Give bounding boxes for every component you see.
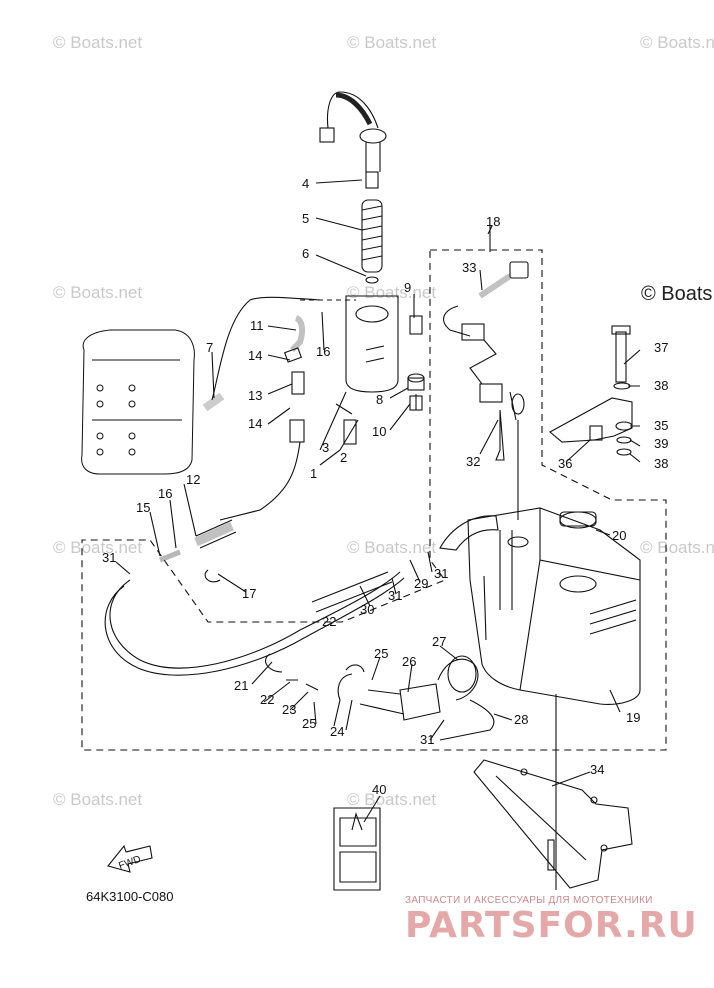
callout-11: 11 [250, 318, 264, 333]
group-18-boundary [81, 249, 667, 751]
callout-36: 36 [558, 456, 572, 471]
shop-caption: ЗАПЧАСТИ И АКСЕССУАРЫ ДЛЯ МОТОТЕХНИКИ [405, 895, 653, 906]
callout-14: 14 [248, 348, 262, 363]
callout-18: 18 [486, 214, 500, 229]
engine-outline [81, 329, 195, 475]
fuel-pump [265, 653, 495, 741]
callout-25: 25 [374, 646, 388, 661]
callout-28: 28 [514, 712, 528, 727]
callout-10: 10 [372, 424, 386, 439]
callout-30: 30 [360, 602, 374, 617]
watermark: © Boats.net [347, 33, 437, 52]
callout-27: 27 [432, 634, 446, 649]
watermark: © Boats.net [53, 283, 143, 302]
watermark: © Boats.net [53, 538, 143, 557]
watermark: © Boats.net [53, 33, 143, 52]
callout-17: 17 [242, 586, 256, 601]
callout-19: 19 [626, 710, 640, 725]
callout-22: 22 [322, 614, 336, 629]
callout-34: 34 [590, 762, 604, 777]
fwd-arrow [107, 844, 153, 873]
callout-37: 37 [654, 340, 668, 355]
callout-labels: 1 2 3 4 5 6 7 8 9 10 11 12 13 14 14 15 1… [102, 176, 668, 872]
callout-13: 13 [248, 388, 262, 403]
watermark: © Boats.net [347, 790, 437, 809]
callout-9: 9 [404, 280, 411, 295]
callout-12: 12 [186, 472, 200, 487]
callout-15: 15 [136, 500, 150, 515]
callout-20: 20 [612, 528, 626, 543]
callout-24: 24 [330, 724, 344, 739]
warning-tag [333, 807, 381, 891]
level-sensor-assembly [319, 91, 387, 284]
watermark: © Boats [641, 283, 713, 305]
callout-25: 25 [302, 716, 316, 731]
wire-harness [443, 261, 529, 520]
callout-16: 16 [316, 344, 330, 359]
watermark: © Boats.net [640, 33, 714, 52]
callout-6: 6 [302, 246, 309, 261]
oil-tank [439, 507, 641, 705]
diagram-code: 64K3100-C080 [86, 889, 174, 904]
watermark: © Boats.net [53, 790, 143, 809]
strap-bracket [549, 325, 633, 456]
callout-40: 40 [372, 782, 386, 797]
callout-3: 3 [322, 440, 329, 455]
shop-brand[interactable]: PARTSFOR.RU [405, 905, 698, 946]
bracket [473, 759, 633, 889]
callout-31: 31 [388, 588, 402, 603]
callout-4: 4 [302, 176, 309, 191]
callout-33: 33 [462, 260, 476, 275]
callout-14: 14 [248, 416, 262, 431]
callout-32: 32 [466, 454, 480, 469]
watermark: © Boats.net [347, 538, 437, 557]
callout-31: 31 [420, 732, 434, 747]
watermark: © Boats.net [640, 538, 714, 557]
callout-29: 29 [414, 576, 428, 591]
reservoir [345, 295, 425, 411]
callout-22: 22 [260, 692, 274, 707]
callout-1: 1 [310, 466, 317, 481]
callout-35: 35 [654, 418, 668, 433]
callout-21: 21 [234, 678, 248, 693]
hose-12 [194, 521, 234, 547]
hose-11 [289, 315, 306, 353]
callout-31: 31 [434, 566, 448, 581]
callout-31: 31 [102, 550, 116, 565]
callout-2: 2 [340, 450, 347, 465]
callout-38: 38 [654, 378, 668, 393]
callout-26: 26 [402, 654, 416, 669]
hose-30 [311, 571, 393, 613]
callout-8: 8 [376, 392, 383, 407]
callout-38: 38 [654, 456, 668, 471]
hose-7 [211, 296, 321, 401]
callout-39: 39 [654, 436, 668, 451]
callout-7: 7 [206, 340, 213, 355]
callout-23: 23 [282, 702, 296, 717]
callout-16: 16 [158, 486, 172, 501]
callout-5: 5 [302, 211, 309, 226]
hose-31 [109, 571, 401, 669]
